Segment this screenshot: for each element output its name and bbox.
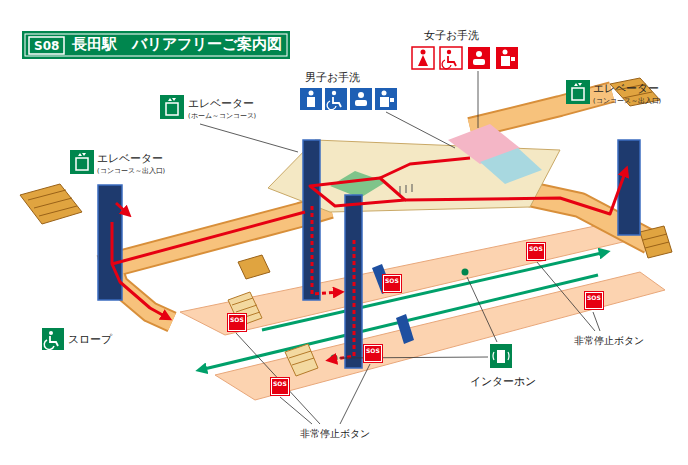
ticket-gates: [400, 184, 412, 194]
leader-line: [200, 71, 600, 424]
intercom-sign: [490, 344, 512, 368]
elevator-sign: [70, 80, 590, 174]
intercom-point: [462, 269, 469, 276]
station-number: S08: [34, 40, 59, 52]
slope-sign: [42, 328, 64, 350]
mens-toilet-area: [480, 148, 542, 184]
sos-button: SOS: [228, 314, 246, 331]
title: 長田駅 バリアフリーご案内図: [72, 37, 282, 52]
slope-label: スロープ: [68, 334, 112, 345]
sos-button: SOS: [364, 345, 382, 362]
emergency-stop-label: 非常停止ボタン: [574, 336, 644, 346]
sos-button: SOS: [271, 378, 289, 395]
emergency-stop-label: 非常停止ボタン: [300, 429, 370, 439]
elevator-range: (コンコース～出入口): [97, 168, 165, 175]
title-inner-border: [25, 34, 287, 56]
platform: [215, 272, 665, 400]
elevator-range: (コンコース～出入口): [593, 98, 661, 105]
elevator-label: エレベーター: [97, 153, 163, 164]
stairs: [228, 292, 318, 376]
sos-button: SOS: [383, 275, 401, 292]
track-direction: [200, 275, 598, 370]
intercom-label: インターホン: [470, 376, 536, 387]
station-number-box: [29, 37, 64, 54]
elevator-shaft: [98, 140, 640, 368]
toilet-label: 女子お手洗: [424, 30, 479, 41]
sos-button: SOS: [585, 292, 603, 309]
toilet-label: 男子お手洗: [305, 72, 360, 83]
concourse: [100, 92, 650, 322]
mens-toilet-icons: [300, 88, 397, 110]
womens-toilet-icons: [412, 47, 518, 69]
elevator-range: (ホーム～コンコース): [188, 113, 256, 120]
elevator-label: エレベーター: [188, 98, 254, 109]
accessible-route: [112, 158, 626, 360]
sos-button: SOS: [527, 243, 545, 260]
elevator-hall: [330, 171, 386, 198]
elevator-label: エレベーター: [593, 83, 659, 94]
title-banner: [22, 31, 290, 59]
